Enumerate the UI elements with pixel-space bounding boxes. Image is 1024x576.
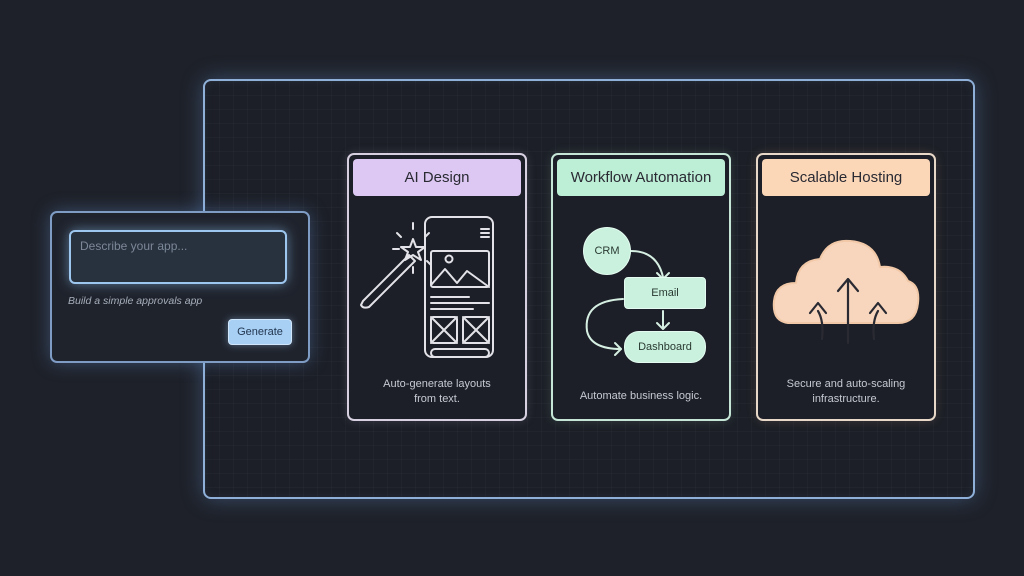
feature-card-ai-design[interactable]: AI Design Auto-generate layouts from tex…	[347, 153, 527, 421]
card-title: Scalable Hosting	[762, 159, 930, 196]
workflow-node-crm: CRM	[583, 227, 631, 275]
card-description-line: Auto-generate layouts	[383, 378, 491, 390]
cloud-upload-icon	[772, 239, 920, 345]
generate-button[interactable]: Generate	[228, 319, 292, 345]
card-description: Secure and auto-scaling infrastructure.	[758, 377, 934, 407]
card-title: AI Design	[353, 159, 521, 196]
magic-wand-phone-icon	[360, 216, 494, 358]
feature-card-workflow-automation[interactable]: Workflow Automation CRM Email Dashboard …	[551, 153, 731, 421]
card-title: Workflow Automation	[557, 159, 725, 196]
feature-card-scalable-hosting[interactable]: Scalable Hosting Secure and auto-scaling…	[756, 153, 936, 421]
workflow-arrows-icon	[585, 250, 670, 356]
card-description-line: Automate business logic.	[579, 390, 703, 402]
card-description-line: Secure and auto-scaling	[786, 378, 906, 390]
card-description-line: from text.	[414, 393, 460, 405]
card-description: Automate business logic.	[553, 389, 729, 404]
prompt-panel: Describe your app... Build a simple appr…	[50, 211, 310, 363]
workflow-node-dashboard: Dashboard	[624, 331, 706, 363]
workflow-node-email: Email	[624, 277, 706, 309]
card-description: Auto-generate layouts from text.	[349, 377, 525, 407]
describe-app-input[interactable]: Describe your app...	[69, 230, 287, 284]
card-description-line: infrastructure.	[812, 393, 880, 405]
example-prompt-text: Build a simple approvals app	[68, 295, 203, 307]
